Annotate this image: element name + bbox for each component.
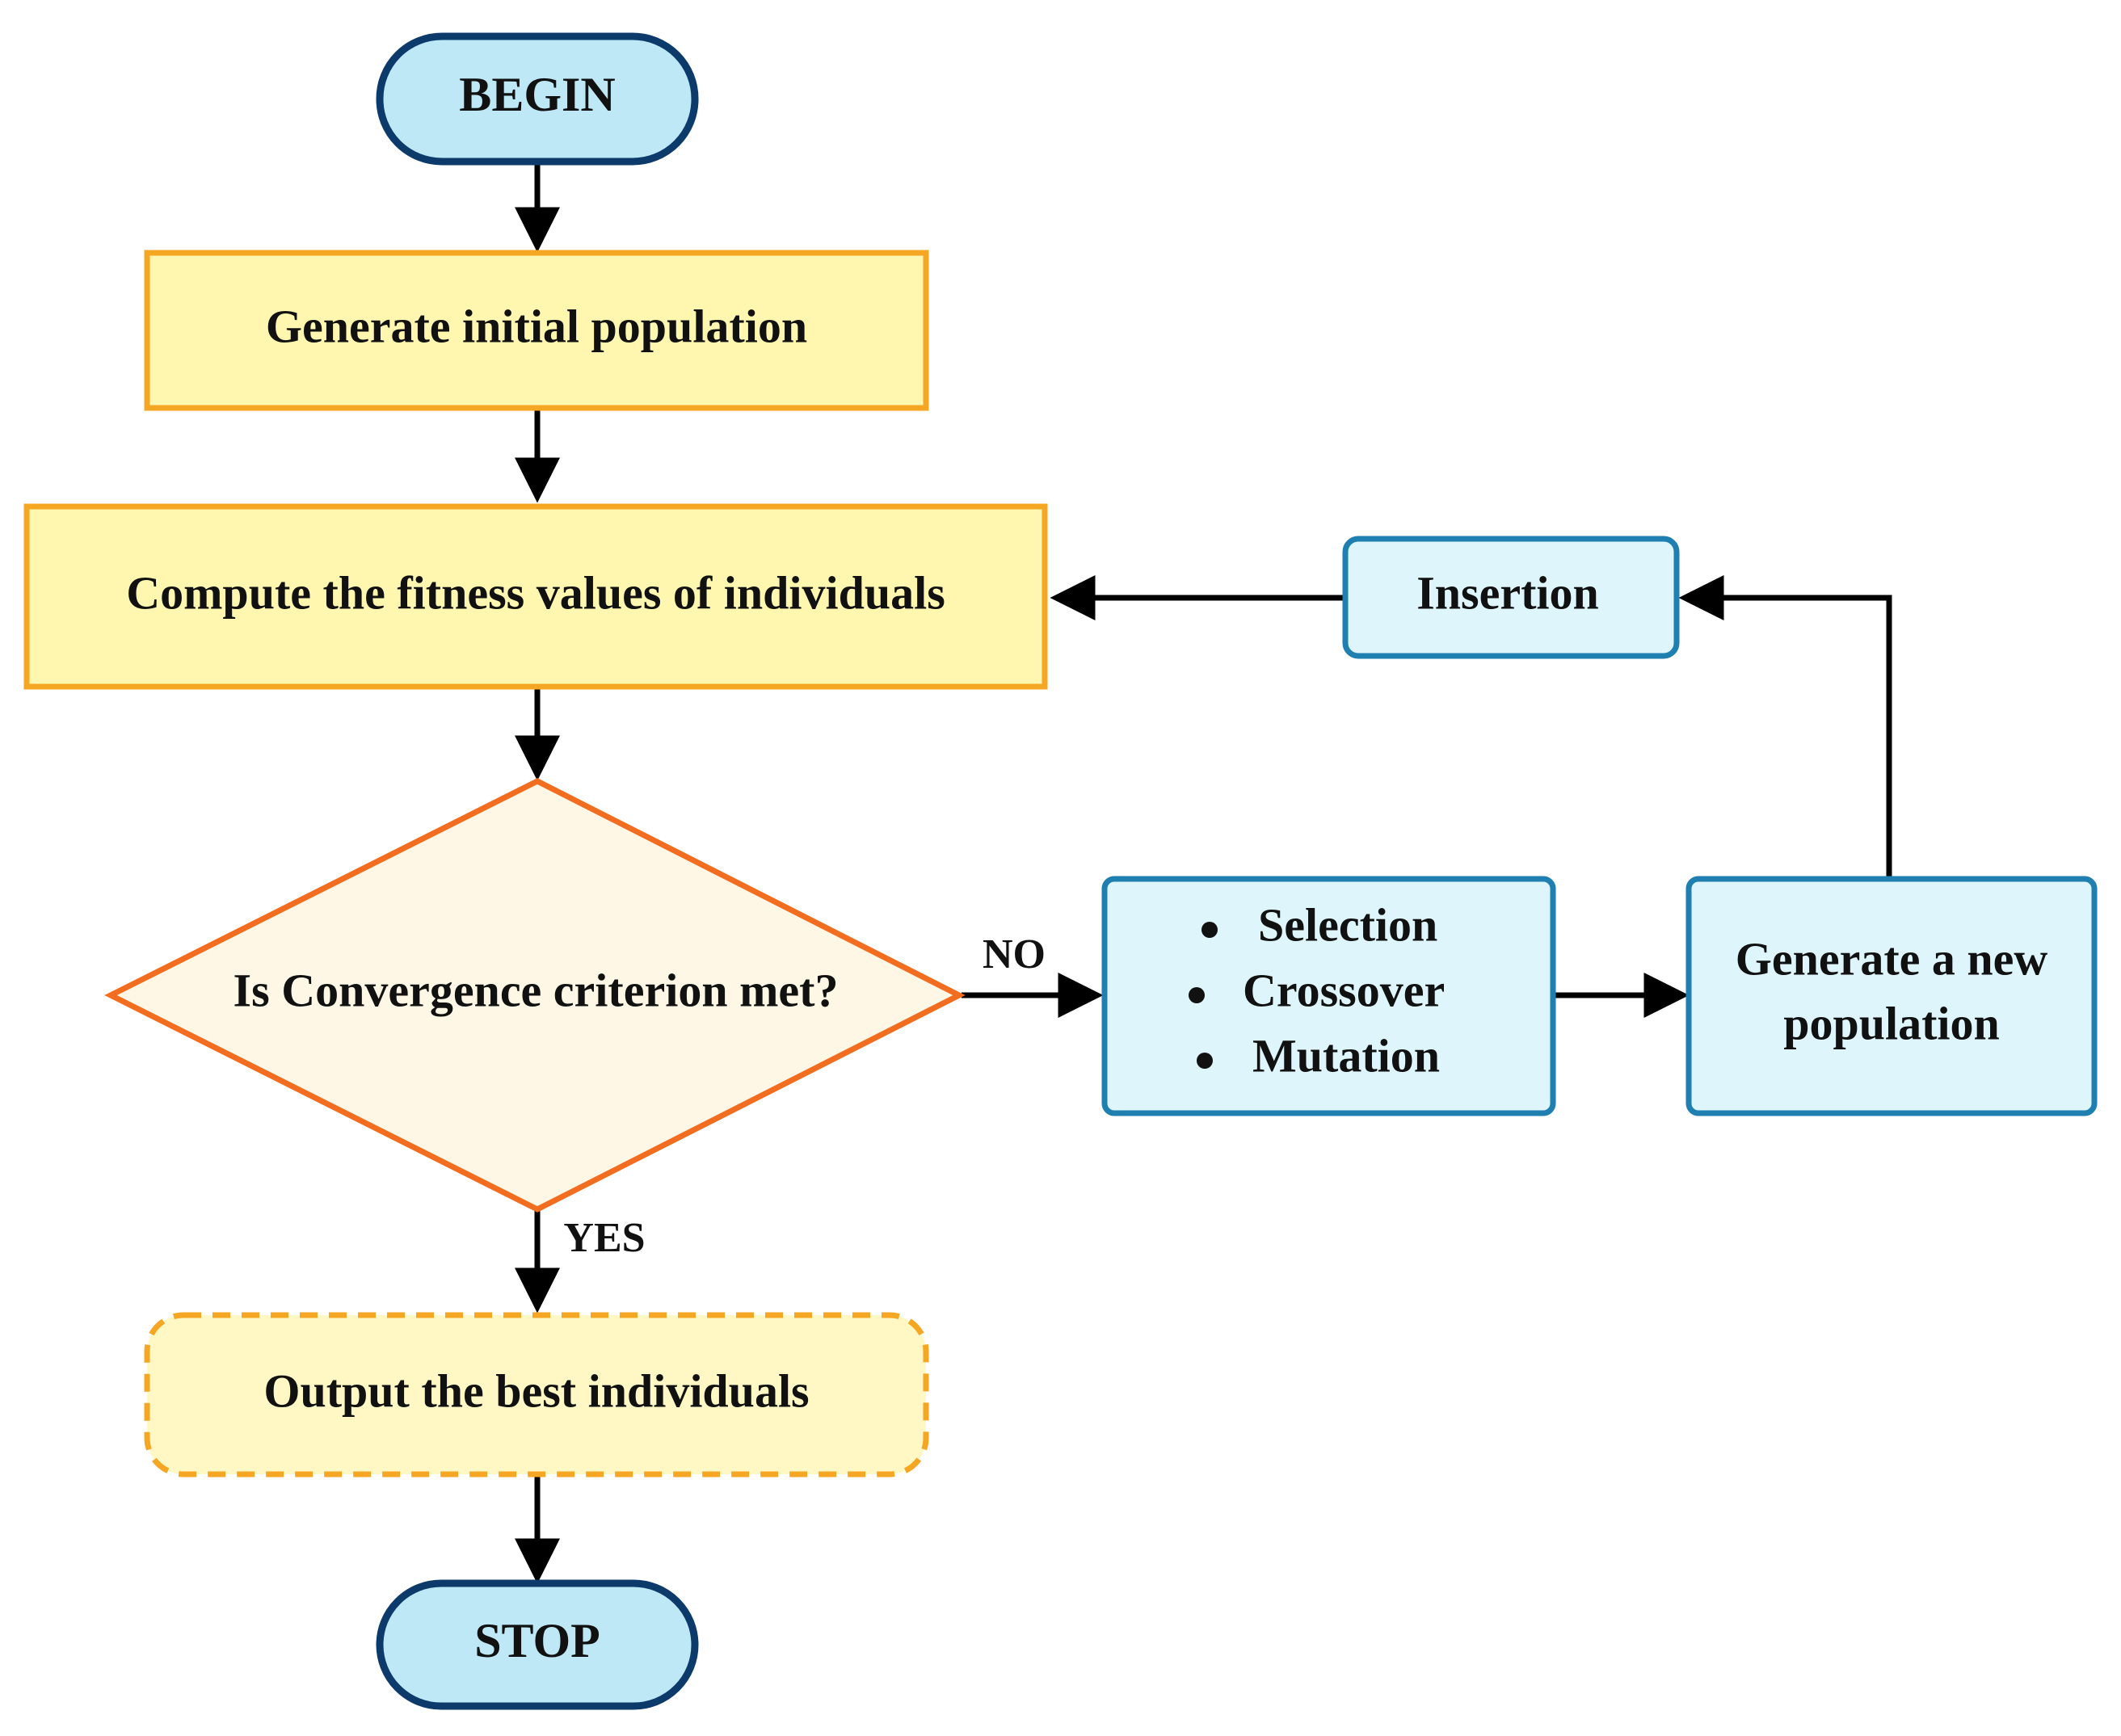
insertion-shape — [1342, 536, 1680, 659]
operator-selection-label: Selection — [1258, 898, 1437, 951]
generate-initial-label: Generate initial population — [266, 300, 807, 352]
decision-label: Is Convergence criterion met? — [234, 964, 839, 1016]
compute-fitness-shape — [23, 503, 1048, 690]
new-population-line-1: Generate a new — [1736, 932, 2048, 985]
yes-label: YES — [563, 1215, 645, 1261]
decision-shape — [104, 778, 966, 1213]
operator-bullet — [1189, 987, 1205, 1003]
output-best-label: Output the best individuals — [263, 1364, 809, 1417]
operator-crossover-label: Crossover — [1243, 964, 1445, 1016]
begin-terminal: BEGIN — [376, 32, 699, 166]
convergence-decision: Is Convergence criterion met? — [104, 778, 966, 1213]
arrow-new-population-to-insertion — [1678, 575, 1892, 879]
generate-initial-population-box: Generate initial population — [144, 250, 929, 411]
begin-label: BEGIN — [459, 68, 615, 121]
stop-terminal: STOP — [376, 1579, 699, 1710]
operator-mutation-label: Mutation — [1252, 1029, 1440, 1082]
connectors — [515, 162, 1892, 1584]
insertion-box: Insertion — [1342, 536, 1680, 659]
stop-shape — [376, 1579, 699, 1710]
compute-fitness-label: Compute the fitness values of individual… — [126, 566, 945, 619]
operator-bullet — [1197, 1053, 1213, 1069]
insertion-label: Insertion — [1416, 566, 1599, 619]
new-population-shape — [1685, 876, 2098, 1116]
new-population-box: Generate a new population — [1685, 876, 2098, 1116]
output-best-shape — [144, 1312, 929, 1477]
generate-initial-shape — [144, 250, 929, 411]
operators-shape — [1101, 876, 1556, 1116]
compute-fitness-box: Compute the fitness values of individual… — [23, 503, 1048, 690]
operator-bullet — [1201, 922, 1218, 938]
stop-label: STOP — [474, 1614, 600, 1667]
begin-shape — [376, 32, 699, 166]
genetic-operators-box: Selection Crossover Mutation — [1101, 876, 1556, 1116]
no-label: NO — [983, 931, 1046, 977]
output-best-box: Output the best individuals — [144, 1312, 929, 1477]
new-population-line-2: population — [1783, 997, 2000, 1049]
